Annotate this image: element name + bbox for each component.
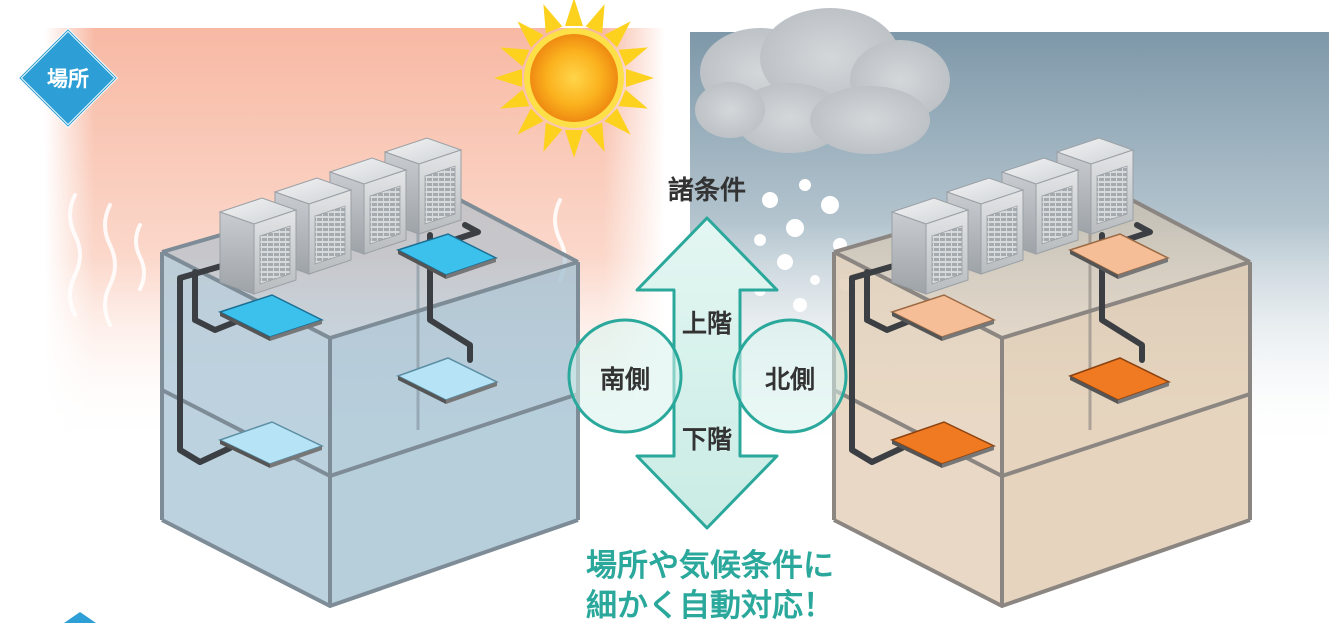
location-badge-icon: [17, 27, 119, 129]
left-building: [160, 137, 580, 609]
badge-label: 場所: [47, 67, 89, 91]
upper-floor-label: 上階: [681, 309, 732, 338]
indoor-panel-icon: [218, 233, 499, 468]
indoor-panel-icon: [890, 233, 1171, 468]
sun-icon: [494, 0, 654, 158]
rain-dots-icon: [754, 179, 851, 312]
badge-bottom-fragment: [64, 612, 96, 623]
conditions-heading: 諸条件: [667, 176, 746, 206]
north-circle: [732, 318, 848, 434]
location-badge: 場所: [18, 28, 118, 128]
caption-line-2: 細かく自動対応！: [586, 588, 834, 624]
cloud-icon: [695, 8, 950, 154]
right-building: [832, 137, 1252, 609]
lower-floor-label: 下階: [681, 425, 732, 454]
north-side-label: 北側: [764, 365, 815, 394]
south-circle: [567, 318, 683, 434]
south-side-label: 南側: [599, 365, 650, 394]
up-down-arrow: [635, 216, 779, 530]
caption-line-1: 場所や気候条件に: [586, 548, 834, 584]
